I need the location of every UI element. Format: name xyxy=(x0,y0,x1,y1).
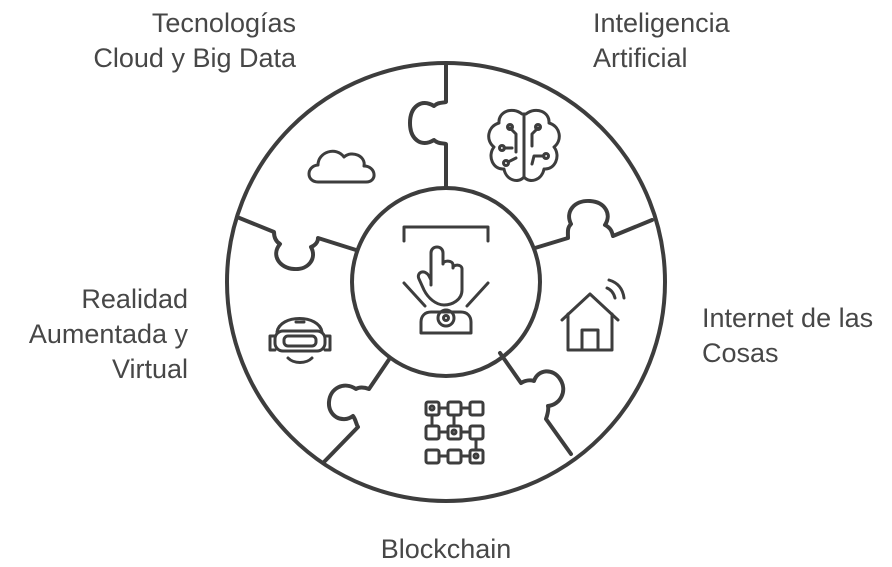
label-line: Cosas xyxy=(702,338,779,368)
label-line: Internet de las xyxy=(702,303,874,333)
vr-headset-icon xyxy=(268,317,332,364)
label-internet-of-things: Internet de las Cosas xyxy=(702,301,873,371)
smart-home-icon xyxy=(560,278,626,352)
label-cloud-big-data: Tecnologías Cloud y Big Data xyxy=(93,6,296,76)
center-hub xyxy=(350,186,542,378)
touch-hologram-icon xyxy=(402,225,490,335)
label-line: Virtual xyxy=(111,354,188,384)
brain-circuit-icon xyxy=(487,108,561,182)
label-augmented-virtual-reality: Realidad Aumentada y Virtual xyxy=(29,282,188,387)
label-line: Tecnologías xyxy=(151,8,296,38)
label-line: Cloud y Big Data xyxy=(93,43,296,73)
label-line: Blockchain xyxy=(380,534,512,564)
label-line: Artificial xyxy=(593,43,688,73)
cloud-icon xyxy=(307,149,376,184)
outer-ring xyxy=(225,61,667,503)
label-line: Aumentada y xyxy=(28,319,188,349)
divider-iot-blockchain xyxy=(498,351,573,456)
divider-cloud-ai xyxy=(408,61,448,190)
label-line: Realidad xyxy=(81,284,188,314)
divider-blockchain-ar xyxy=(321,356,392,465)
label-artificial-intelligence: Inteligencia Artificial xyxy=(593,6,730,76)
divider-ar-cloud xyxy=(235,215,358,272)
label-blockchain: Blockchain xyxy=(370,532,522,567)
label-line: Inteligencia xyxy=(593,8,730,38)
divider-ai-iot xyxy=(533,198,654,250)
block-grid-icon xyxy=(424,400,485,465)
